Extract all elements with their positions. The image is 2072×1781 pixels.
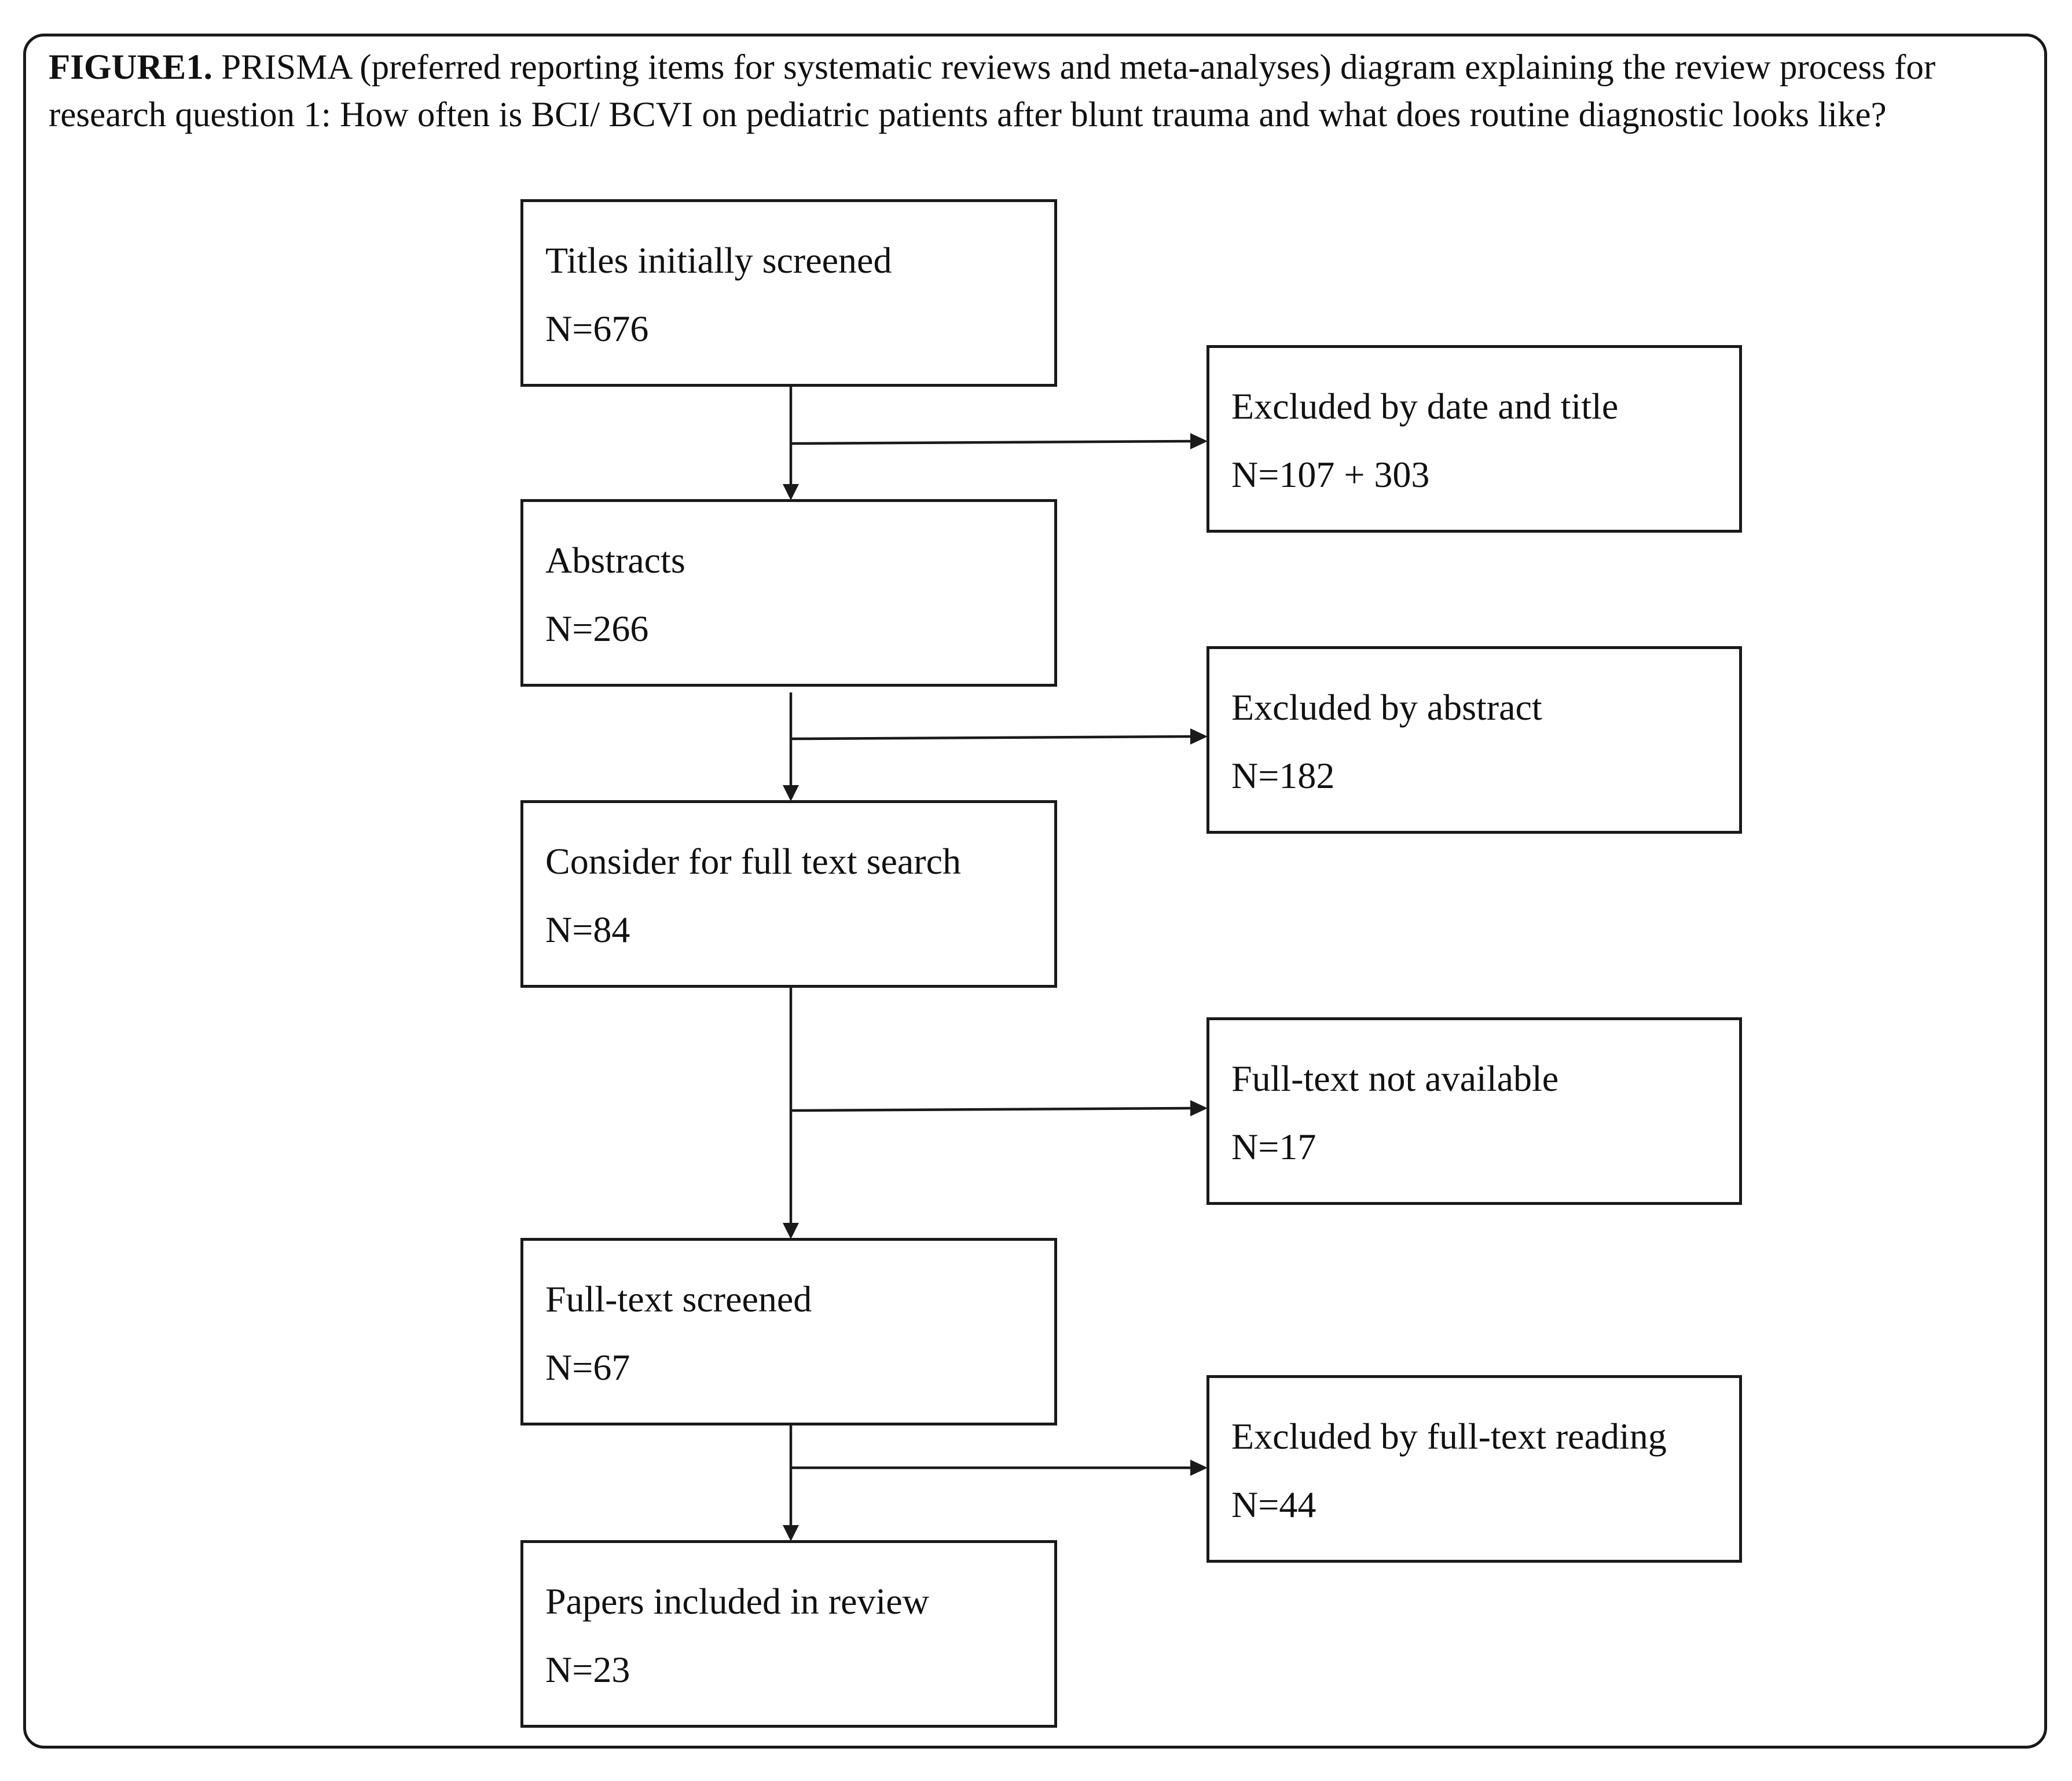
box-excluded-date-title: Excluded by date and title N=107 + 303 <box>1206 345 1742 533</box>
arrow-to-excluded-date-title <box>790 439 1193 445</box>
arrowhead-excluded-date-title <box>1190 433 1208 449</box>
box-papers-included: Papers included in review N=23 <box>520 1540 1057 1728</box>
box-excluded-abstract-count: N=182 <box>1231 755 1335 796</box>
arrowhead-included <box>783 1525 799 1541</box>
figure-caption-lead: FIGURE1. <box>49 48 212 87</box>
arrowhead-consider <box>783 785 799 801</box>
box-excluded-date-title-count: N=107 + 303 <box>1231 454 1430 495</box>
box-full-text-screened-label: Full-text screened <box>545 1278 812 1320</box>
arrow-to-not-available <box>790 1106 1193 1112</box>
arrowhead-not-available <box>1190 1100 1208 1116</box>
box-full-text-screened-count: N=67 <box>545 1347 630 1388</box>
box-consider-full-text-count: N=84 <box>545 909 630 950</box>
figure-frame <box>23 34 2047 1749</box>
arrow-to-excluded-abstract <box>790 735 1193 741</box>
box-excluded-date-title-label: Excluded by date and title <box>1231 386 1619 427</box>
box-excluded-full-text-reading-label: Excluded by full-text reading <box>1231 1416 1667 1457</box>
box-abstracts: Abstracts N=266 <box>520 499 1057 687</box>
box-titles-screened-label: Titles initially screened <box>545 240 892 281</box>
box-titles-screened: Titles initially screened N=676 <box>520 199 1057 387</box>
arrowhead-excluded-abstract <box>1190 728 1208 745</box>
arrowhead-fulltext <box>783 1223 799 1239</box>
box-excluded-abstract: Excluded by abstract N=182 <box>1206 646 1742 834</box>
box-papers-included-count: N=23 <box>545 1649 630 1690</box>
arrowhead-abstracts <box>783 484 799 500</box>
box-papers-included-label: Papers included in review <box>545 1581 929 1622</box>
box-excluded-full-text-reading: Excluded by full-text reading N=44 <box>1206 1375 1742 1563</box>
box-titles-screened-count: N=676 <box>545 308 649 349</box>
figure-caption: FIGURE1. PRISMA (preferred reporting ite… <box>49 44 2005 139</box>
figure-caption-text: PRISMA (preferred reporting items for sy… <box>49 48 1936 134</box>
box-full-text-not-available: Full-text not available N=17 <box>1206 1017 1742 1205</box>
box-excluded-full-text-reading-count: N=44 <box>1231 1484 1316 1525</box>
box-abstracts-count: N=266 <box>545 608 649 649</box>
box-excluded-abstract-label: Excluded by abstract <box>1231 687 1542 728</box>
box-consider-full-text-label: Consider for full text search <box>545 841 961 882</box>
box-full-text-screened: Full-text screened N=67 <box>520 1238 1057 1425</box>
arrowhead-excluded-fulltext-reading <box>1190 1460 1208 1476</box>
box-full-text-not-available-label: Full-text not available <box>1231 1058 1559 1099</box>
box-full-text-not-available-count: N=17 <box>1231 1126 1316 1167</box>
box-consider-full-text: Consider for full text search N=84 <box>520 800 1057 988</box>
box-abstracts-label: Abstracts <box>545 540 685 581</box>
